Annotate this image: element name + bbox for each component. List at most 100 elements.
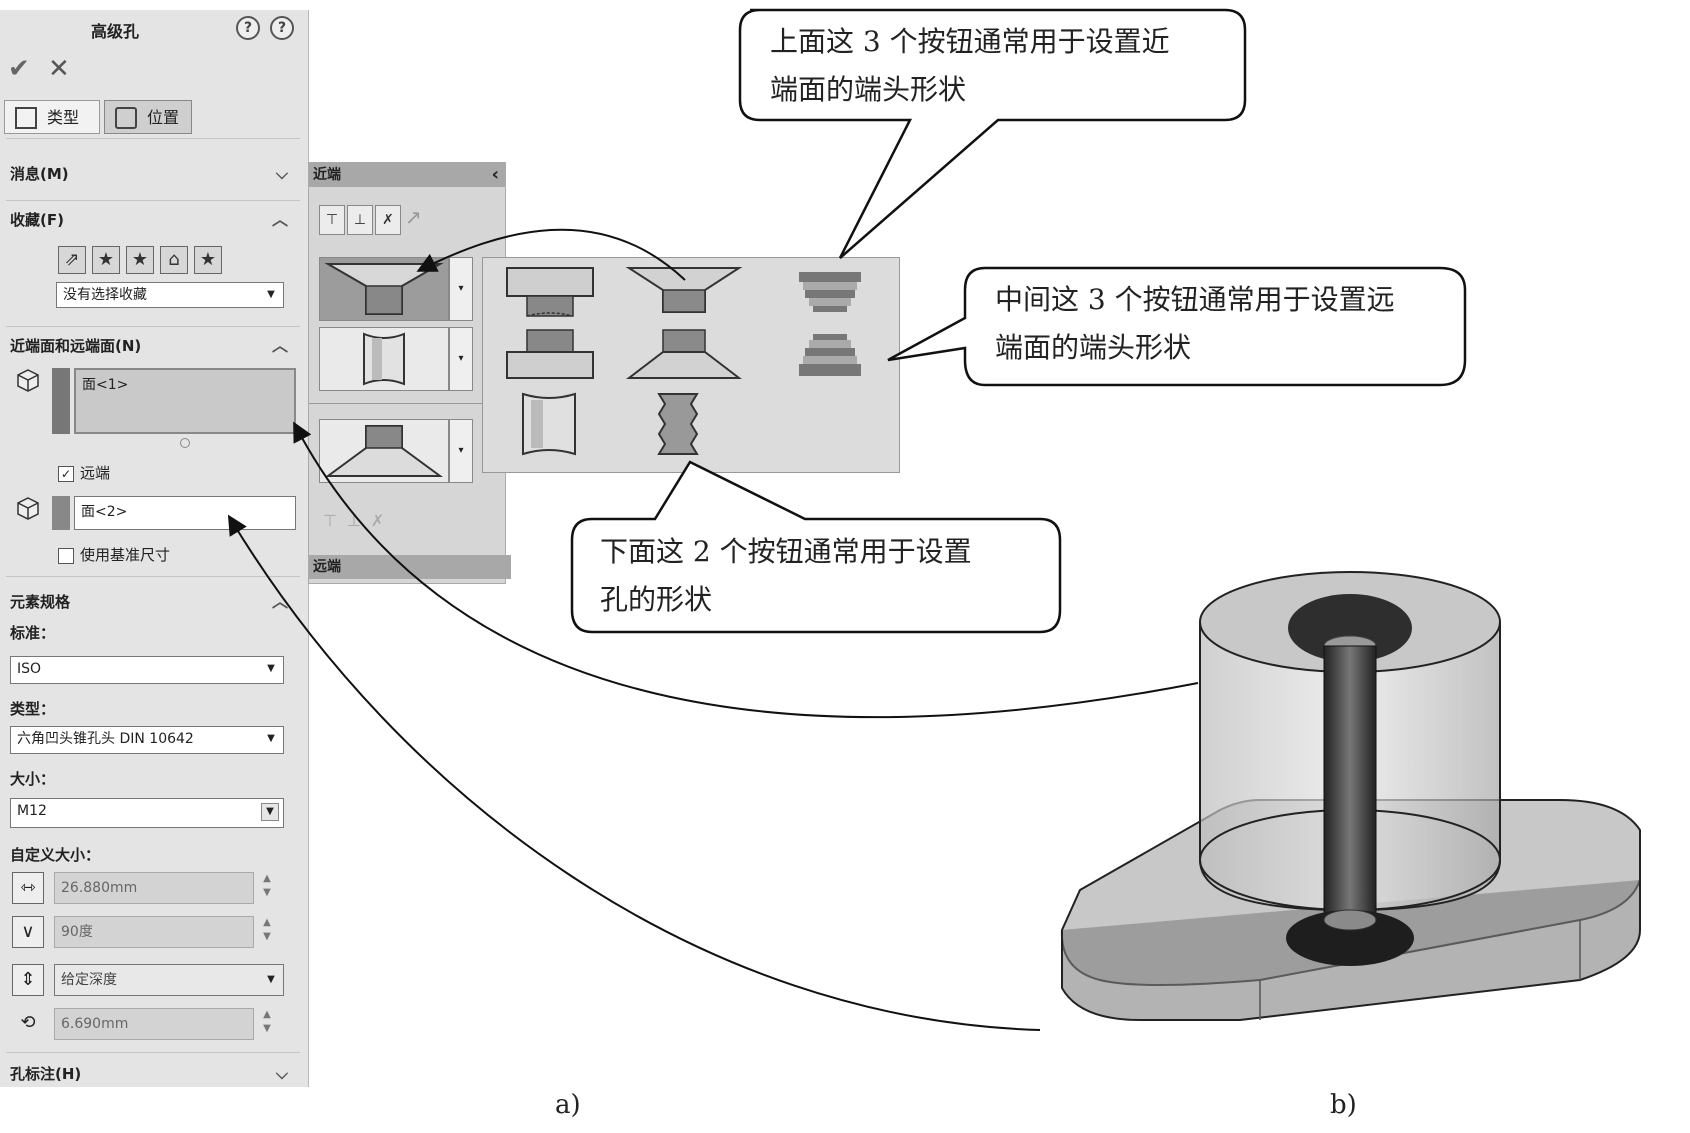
- insert-below-icon[interactable]: ⊥: [347, 205, 373, 235]
- chevron-down-icon: ▼: [267, 733, 275, 744]
- near-end-flyout: 近端 ‹ ⊤ ⊥ ✗ ↗ ▾ ▾ ▾ ⊤⊥✗ 远端: [308, 162, 511, 584]
- divider: [6, 576, 300, 577]
- help-icon[interactable]: ?: [236, 16, 260, 40]
- middle-callout-bubble: [887, 266, 1467, 387]
- bottom-callout-text: 下面这 2 个按钮通常用于设置 孔的形状: [600, 528, 972, 624]
- depth-input[interactable]: 6.690mm: [54, 1008, 254, 1040]
- near-shape-dropdown[interactable]: ▾: [449, 257, 473, 321]
- counterbore-near-icon: [506, 267, 594, 317]
- divider: [6, 138, 300, 139]
- section-favorites-label: 收藏(F): [10, 211, 64, 229]
- far-face-selection-box[interactable]: 面<2>: [74, 496, 296, 530]
- panel-title: 高级孔: [90, 22, 139, 41]
- diameter-spin-arrows[interactable]: ▲▼: [263, 873, 271, 898]
- section-hole-callout[interactable]: 孔标注(H) ⌵: [0, 1060, 300, 1088]
- selection-color-swatch: [52, 496, 70, 530]
- chevron-down-icon: ▼: [267, 289, 275, 300]
- standard-value: ISO: [17, 661, 42, 677]
- tapped-hole-icon: [657, 393, 699, 455]
- chevron-up-icon: ︿: [271, 592, 288, 611]
- arrow-model-to-face2: [227, 514, 1041, 1031]
- end-condition-icon: ⇕: [12, 964, 44, 996]
- insert-above-icon[interactable]: ⊤: [319, 205, 345, 235]
- chevron-down-icon: ▼: [267, 974, 275, 985]
- use-base-dim-checkbox[interactable]: [58, 548, 74, 564]
- straight-hole-button[interactable]: [319, 327, 449, 391]
- section-near-far-faces[interactable]: 近端面和远端面(N) ︿: [0, 332, 300, 360]
- hole-shape-dropdown[interactable]: ▾: [449, 327, 473, 391]
- size-value: M12: [17, 803, 47, 819]
- favorite-select-value: 没有选择收藏: [63, 287, 147, 303]
- angle-value: 90度: [61, 924, 93, 940]
- standard-select[interactable]: ISO ▼: [10, 656, 284, 684]
- top-callout-line2: 端面的端头形状: [770, 73, 967, 106]
- angle-input[interactable]: 90度: [54, 916, 254, 948]
- diameter-input[interactable]: 26.880mm: [54, 872, 254, 904]
- favorite-select[interactable]: 没有选择收藏 ▼: [56, 282, 284, 308]
- cancel-close-icon[interactable]: ✕: [48, 54, 70, 84]
- add-favorite-icon[interactable]: ★: [92, 246, 120, 274]
- chevron-down-icon: ▼: [261, 803, 279, 821]
- hole-part-3d-view: [1060, 571, 1641, 1021]
- end-shape-palette: [482, 257, 900, 473]
- middle-callout-line1: 中间这 3 个按钮通常用于设置远: [995, 283, 1395, 316]
- property-manager-panel: 高级孔 ? ? ✔ ✕ 类型 位置 消息(M) ⌵ 收藏(F) ︿ ⇗ ★ ★ …: [0, 10, 309, 1087]
- far-shape-dropdown[interactable]: ▾: [449, 419, 473, 483]
- bottom-callout-line2: 孔的形状: [600, 583, 713, 616]
- depth-spin-arrows[interactable]: ▲▼: [263, 1009, 271, 1034]
- help-icon-2[interactable]: ?: [270, 16, 294, 40]
- top-callout-text: 上面这 3 个按钮通常用于设置近 端面的端头形状: [770, 18, 1170, 114]
- section-message[interactable]: 消息(M) ⌵: [0, 160, 300, 188]
- far-countersink-shape-icon: [324, 425, 444, 477]
- countersink-shape-icon: [324, 263, 444, 315]
- angle-spin-arrows[interactable]: ▲▼: [263, 917, 271, 942]
- type-select[interactable]: 六角凹头锥孔头 DIN 10642 ▼: [10, 726, 284, 754]
- far-end-checkbox[interactable]: ✓: [58, 466, 74, 482]
- thread-far-icon: [799, 334, 861, 376]
- section-element-spec-label: 元素规格: [10, 593, 71, 611]
- resize-handle[interactable]: [180, 438, 190, 448]
- selection-color-swatch: [52, 368, 70, 434]
- chevron-down-icon: ⌵: [275, 164, 288, 183]
- countersink-far-icon: [626, 329, 742, 379]
- near-face-selection-box[interactable]: 面<1>: [74, 368, 296, 434]
- delete-favorite-icon[interactable]: ★: [126, 246, 154, 274]
- section-hole-callout-label: 孔标注(H): [10, 1065, 82, 1083]
- depth-dimension-icon: ⟲: [20, 1012, 36, 1033]
- chevron-up-icon: ︿: [271, 336, 288, 355]
- face-cube-icon: [17, 497, 39, 520]
- face1-value: 面<1>: [82, 377, 129, 393]
- diameter-dimension-icon: ⇿: [12, 872, 44, 904]
- flip-arrow-icon[interactable]: ↗: [405, 205, 422, 229]
- section-favorites[interactable]: 收藏(F) ︿: [0, 206, 300, 234]
- ok-check-icon[interactable]: ✔: [8, 54, 30, 84]
- top-callout-line1: 上面这 3 个按钮通常用于设置近: [770, 25, 1170, 58]
- straight-hole-icon: [522, 392, 576, 456]
- arrow-model-to-face1: [293, 421, 1199, 719]
- divider: [6, 326, 300, 327]
- flyout-near-header: 近端 ‹: [309, 163, 505, 187]
- type-label: 类型：: [10, 700, 56, 718]
- middle-callout-line2: 端面的端头形状: [995, 331, 1192, 364]
- apply-favorite-icon[interactable]: ⇗: [58, 246, 86, 274]
- middle-callout-text: 中间这 3 个按钮通常用于设置远 端面的端头形状: [995, 276, 1395, 372]
- tab-position-label: 位置: [147, 108, 180, 127]
- diameter-value: 26.880mm: [61, 880, 138, 896]
- tab-type[interactable]: 类型: [4, 100, 100, 134]
- far-countersink-button[interactable]: [319, 419, 449, 483]
- delete-element-icon[interactable]: ✗: [375, 205, 401, 235]
- face-cube-icon: [17, 369, 39, 392]
- tab-position[interactable]: 位置: [104, 100, 192, 134]
- section-element-spec[interactable]: 元素规格 ︿: [0, 588, 300, 616]
- bottom-callout-line1: 下面这 2 个按钮通常用于设置: [600, 535, 972, 568]
- collapse-chevron-icon[interactable]: ‹: [491, 164, 499, 185]
- end-condition-select[interactable]: 给定深度 ▼: [54, 964, 284, 996]
- load-favorite-icon[interactable]: ★: [194, 246, 222, 274]
- bottom-callout-bubble: [570, 460, 1062, 634]
- palette-shapes: [506, 267, 861, 456]
- size-select[interactable]: M12 ▼: [10, 798, 284, 828]
- standard-label: 标准：: [10, 624, 56, 642]
- save-favorite-icon[interactable]: ⌂: [160, 246, 188, 274]
- type-value: 六角凹头锥孔头 DIN 10642: [17, 731, 194, 747]
- custom-size-label: 自定义大小：: [10, 846, 101, 864]
